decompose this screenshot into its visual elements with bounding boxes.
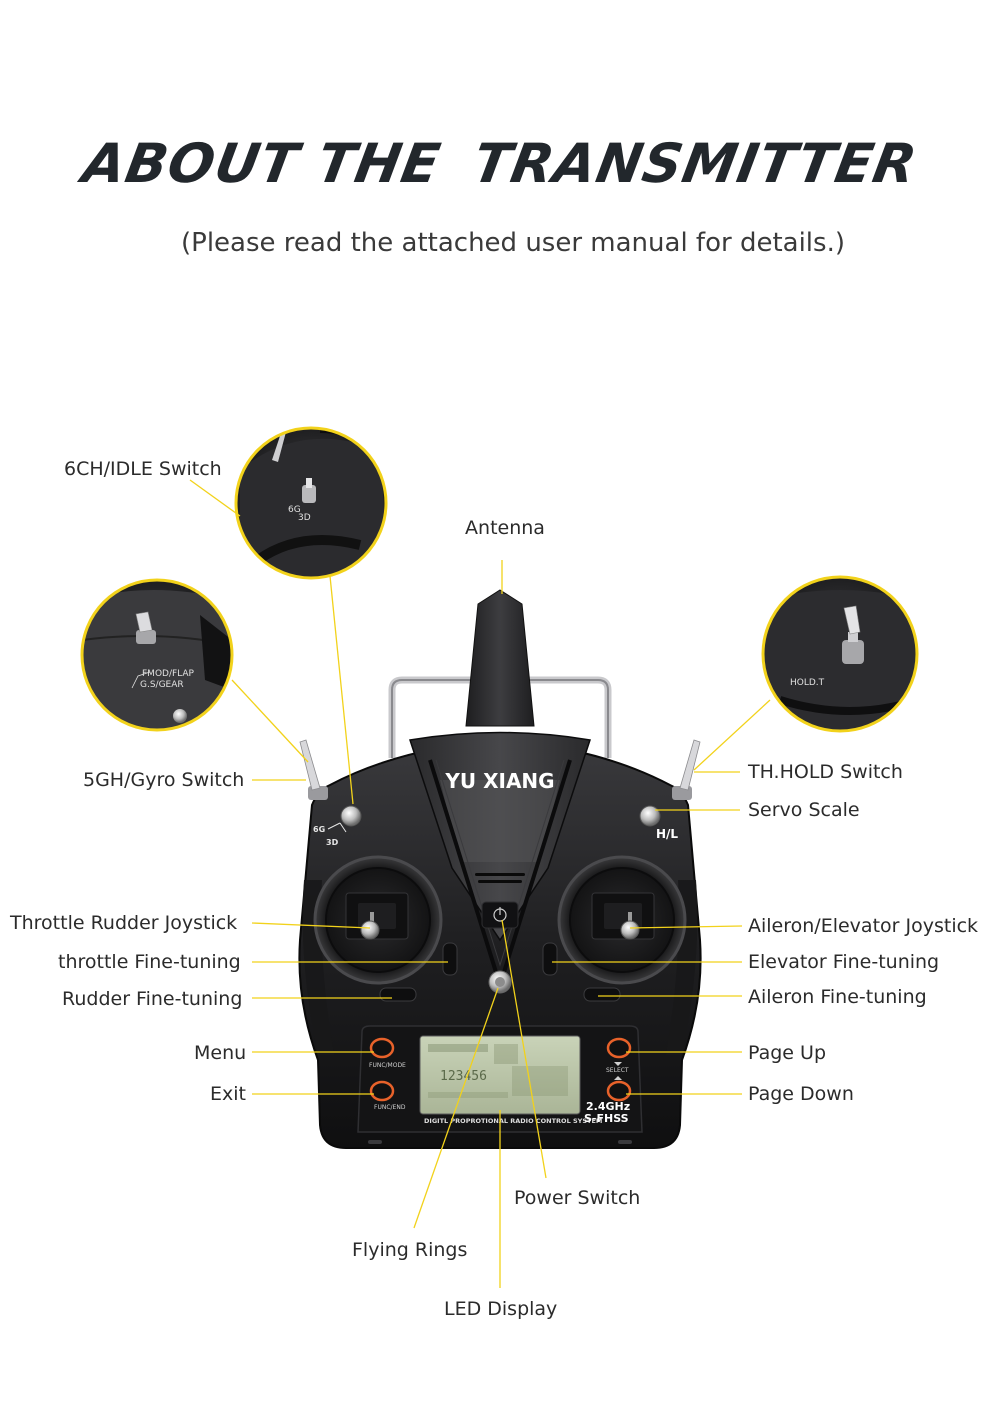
- label-led-display: LED Display: [444, 1298, 558, 1320]
- func-end-label: FUNC/END: [374, 1104, 406, 1111]
- label-antenna: Antenna: [465, 517, 545, 539]
- power-switch[interactable]: [481, 901, 519, 929]
- elevator-trim[interactable]: [542, 942, 558, 976]
- aileron-elevator-joystick[interactable]: [557, 855, 687, 985]
- rudder-trim[interactable]: [379, 987, 417, 1002]
- label-aileron-elevator-joystick: Aileron/Elevator Joystick: [748, 915, 979, 937]
- label-throttle-fine-tuning: throttle Fine-tuning: [58, 951, 241, 973]
- label-menu: Menu: [194, 1042, 247, 1064]
- lcd-screen: 123456: [428, 1044, 568, 1098]
- label-aileron-fine-tuning: Aileron Fine-tuning: [748, 986, 927, 1008]
- speaker-grill: [475, 873, 525, 883]
- page-up-button[interactable]: [606, 1037, 632, 1059]
- page-subtitle: (Please read the attached user manual fo…: [181, 228, 845, 258]
- aileron-trim[interactable]: [583, 987, 621, 1002]
- idle-switch-knob[interactable]: [340, 805, 362, 827]
- label-th-hold-switch: TH.HOLD Switch: [748, 761, 903, 783]
- zoom-idle-switch: 6G 3D: [234, 426, 388, 580]
- band-label: 2.4GHz: [586, 1100, 630, 1113]
- zoom-3d-label: 3D: [298, 513, 311, 523]
- system-text: DIGITL PROPROTIONAL RADIO CONTROL SYSTEM: [424, 1117, 602, 1125]
- flying-rings[interactable]: [488, 970, 512, 994]
- switch-6g-label: 6G: [313, 825, 325, 834]
- func-mode-label: FUNC/MODE: [369, 1062, 406, 1069]
- zoom-6g-label: 6G: [288, 505, 301, 515]
- lcd-line-1: 123456: [440, 1069, 487, 1084]
- brand-label: YU XIANG: [444, 769, 554, 793]
- label-flying-rings: Flying Rings: [352, 1239, 468, 1261]
- switch-3d-label: 3D: [326, 838, 339, 847]
- label-elevator-fine-tuning: Elevator Fine-tuning: [748, 951, 940, 973]
- hl-label: H/L: [656, 827, 678, 841]
- page-down-button[interactable]: [606, 1080, 632, 1102]
- zoom-fmod-label: FMOD/FLAP: [142, 669, 195, 679]
- zoom-gyro-switch: FMOD/FLAP G.S/GEAR: [80, 578, 234, 732]
- label-page-down: Page Down: [748, 1083, 854, 1105]
- zoom-gear-label: G.S/GEAR: [140, 680, 184, 690]
- label-page-up: Page Up: [748, 1042, 827, 1064]
- zoom-hold-label: HOLD.T: [790, 678, 825, 688]
- th-hold-toggle-switch[interactable]: [672, 739, 701, 800]
- label-gyro-switch: 5GH/Gyro Switch: [83, 769, 245, 791]
- zoom-th-hold-switch: HOLD.T: [761, 575, 919, 733]
- exit-button[interactable]: [369, 1080, 395, 1102]
- label-power-switch: Power Switch: [514, 1187, 641, 1209]
- protocol-label: S-FHSS: [584, 1112, 629, 1125]
- label-rudder-fine-tuning: Rudder Fine-tuning: [62, 988, 243, 1010]
- servo-scale-knob[interactable]: [639, 805, 661, 827]
- antenna: [465, 589, 535, 727]
- label-servo-scale: Servo Scale: [748, 799, 860, 821]
- select-label: SELECT: [606, 1067, 629, 1074]
- gyro-toggle-switch[interactable]: [299, 739, 328, 800]
- menu-button[interactable]: [369, 1037, 395, 1059]
- throttle-rudder-joystick[interactable]: [313, 855, 443, 985]
- throttle-trim[interactable]: [442, 942, 458, 976]
- label-throttle-rudder-joystick: Throttle Rudder Joystick: [10, 912, 238, 934]
- label-6ch-idle-switch: 6CH/IDLE Switch: [64, 458, 222, 480]
- callout-lines: [189, 479, 771, 1288]
- label-exit: Exit: [210, 1083, 246, 1105]
